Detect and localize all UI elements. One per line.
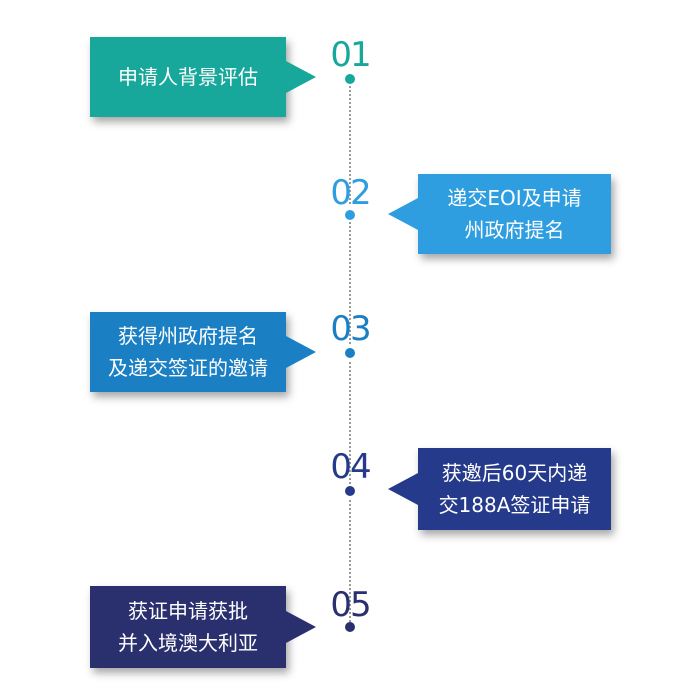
step-dot-4 bbox=[345, 486, 355, 496]
step-box-3: 获得州政府提名 及递交签证的邀请 bbox=[90, 312, 316, 392]
step-number-5: 05 bbox=[330, 585, 371, 625]
step-number-3: 03 bbox=[330, 309, 371, 349]
step-5-line-2: 并入境澳大利亚 bbox=[118, 631, 258, 655]
step-number-4: 04 bbox=[330, 447, 371, 487]
connector-line-4 bbox=[349, 500, 351, 622]
step-box-5: 获证申请获批 并入境澳大利亚 bbox=[90, 586, 316, 668]
step-box-1: 申请人背景评估 bbox=[90, 37, 316, 117]
step-3-line-1: 获得州政府提名 bbox=[118, 324, 258, 348]
step-box-2: 递交EOI及申请 州政府提名 bbox=[388, 174, 611, 254]
step-2-line-1: 递交EOI及申请 bbox=[447, 186, 582, 210]
step-box-4: 获邀后60天内递 交188A签证申请 bbox=[388, 448, 611, 530]
step-dot-5 bbox=[345, 622, 355, 632]
step-1-line-1: 申请人背景评估 bbox=[118, 65, 258, 89]
step-number-2: 02 bbox=[330, 173, 371, 213]
connector-line-1 bbox=[349, 86, 351, 204]
connector-line-3 bbox=[349, 362, 351, 484]
step-4-line-2: 交188A签证申请 bbox=[438, 493, 591, 517]
step-5-line-1: 获证申请获批 bbox=[128, 599, 248, 623]
step-2-line-2: 州政府提名 bbox=[464, 218, 565, 242]
step-dot-3 bbox=[345, 348, 355, 358]
connector-line-2 bbox=[349, 222, 351, 344]
step-3-line-2: 及递交签证的邀请 bbox=[108, 356, 268, 380]
step-dot-2 bbox=[345, 210, 355, 220]
step-dot-1 bbox=[345, 74, 355, 84]
step-4-line-1: 获邀后60天内递 bbox=[441, 461, 588, 485]
step-number-1: 01 bbox=[330, 35, 371, 75]
